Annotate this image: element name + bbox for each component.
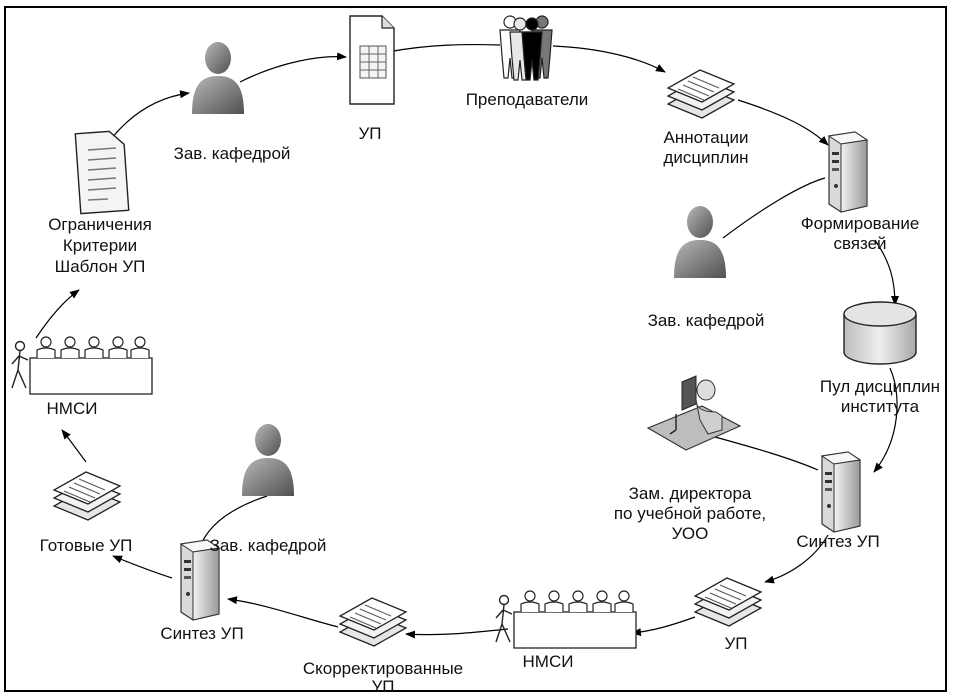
node-label-deputy-3: УОО bbox=[671, 524, 709, 543]
node-label-synth-left: Синтез УП bbox=[160, 624, 244, 643]
document-icon bbox=[74, 130, 130, 215]
node-label-deputy-2: по учебной работе, bbox=[613, 504, 767, 523]
person-icon bbox=[192, 42, 244, 114]
document-stack-icon bbox=[694, 577, 762, 627]
cycle-connectors bbox=[35, 43, 899, 639]
node-label-nmsi-left: НМСИ bbox=[46, 399, 98, 418]
person-icon bbox=[242, 424, 294, 496]
node-label-zav-right: Зав. кафедрой bbox=[647, 311, 765, 330]
people-group-icon bbox=[499, 15, 553, 81]
node-label-pool-1: Пул дисциплин bbox=[819, 377, 941, 396]
table-document-icon bbox=[349, 15, 395, 105]
workstation-icon bbox=[646, 375, 742, 451]
node-label-nmsi-bottom: НМСИ bbox=[522, 652, 574, 671]
node-label-limits-1: Ограничения bbox=[48, 215, 152, 234]
council-meeting-icon bbox=[11, 336, 153, 395]
node-label-limits-3: Шаблон УП bbox=[54, 257, 146, 276]
node-label-ready: Готовые УП bbox=[39, 536, 133, 555]
node-label-zav-top: Зав. кафедрой bbox=[173, 144, 291, 163]
node-label-annot-1: Аннотации bbox=[663, 128, 749, 147]
person-icon bbox=[674, 206, 726, 278]
node-label-corrected-2: УП bbox=[371, 677, 395, 696]
node-label-form-2: связей bbox=[833, 234, 887, 253]
node-label-up-top: УП bbox=[358, 124, 382, 143]
node-label-form-1: Формирование bbox=[800, 214, 920, 233]
node-label-pool-2: института bbox=[840, 397, 920, 416]
node-label-limits-2: Критерии bbox=[62, 236, 138, 255]
node-label-deputy-1: Зам. директора bbox=[628, 484, 752, 503]
node-label-annot-2: дисциплин bbox=[663, 148, 749, 167]
document-stack-icon bbox=[339, 597, 407, 647]
node-label-corrected-1: Скорректированные bbox=[302, 659, 464, 678]
node-label-up-bottom: УП bbox=[724, 634, 748, 653]
node-label-zav-bottom: Зав. кафедрой bbox=[209, 536, 327, 555]
document-stack-icon bbox=[667, 69, 735, 119]
council-meeting-icon bbox=[495, 590, 637, 649]
server-icon bbox=[821, 451, 861, 533]
node-label-teachers: Преподаватели bbox=[465, 90, 589, 109]
diagram-frame bbox=[4, 6, 947, 692]
database-icon bbox=[843, 301, 917, 365]
document-stack-icon bbox=[53, 471, 121, 521]
server-icon bbox=[828, 131, 868, 213]
node-label-synth-right: Синтез УП bbox=[796, 532, 880, 551]
